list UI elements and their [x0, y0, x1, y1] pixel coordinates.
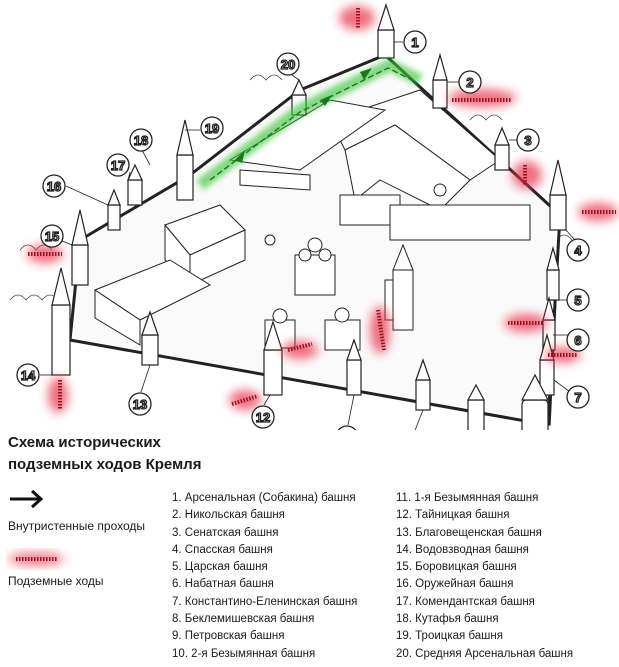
buildings [93, 89, 531, 351]
svg-text:13: 13 [133, 397, 147, 412]
underground-passages [27, 6, 618, 413]
svg-text:17: 17 [111, 158, 125, 173]
tower-list-item: 19. Троицкая башня [396, 630, 503, 643]
marker-13: 13 [128, 392, 152, 416]
marker-20: 20 [276, 52, 300, 76]
svg-text:14: 14 [21, 368, 36, 383]
svg-text:6: 6 [574, 333, 581, 348]
tower-list-item: 11. 1-я Безымянная башня [396, 492, 539, 504]
towers [51, 3, 567, 430]
kremlin-map: 1 2 3 4 5 6 7 8 9 10 11 12 13 14 15 16 1… [9, 3, 618, 430]
tower-list-item: 8. Беклемишевская башня [172, 613, 315, 626]
tower-list-1: 1. Арсенальная (Собакина) башня 2. Никол… [172, 490, 357, 663]
internal-passages [196, 58, 423, 190]
title-line-2: подземных ходов Кремля [8, 456, 202, 473]
svg-text:16: 16 [47, 179, 61, 194]
leader-lines [40, 41, 576, 430]
tower-19 [176, 119, 194, 201]
svg-text:1: 1 [411, 35, 418, 50]
marker-15: 15 [40, 224, 64, 248]
tower-list-item: 5. Царская башня [172, 561, 268, 574]
marker-19: 19 [200, 116, 224, 140]
legend-underground-label: Подземные ходы [8, 574, 104, 588]
marker-4: 4 [566, 238, 590, 262]
svg-text:2: 2 [466, 75, 473, 90]
tower-list-item: 15. Боровицкая башня [396, 561, 517, 574]
marker-1: 1 [403, 30, 427, 54]
legend-underground-swatch [8, 552, 64, 566]
svg-text:15: 15 [45, 229, 59, 244]
svg-text:5: 5 [574, 293, 581, 308]
marker-2: 2 [458, 70, 482, 94]
tower-8 [521, 373, 549, 430]
tower-list-item: 20. Средняя Арсенальная башня [396, 647, 574, 660]
marker-12: 12 [251, 405, 275, 429]
tower-list-item: 4. Спасская башня [172, 543, 273, 556]
tower-16 [107, 188, 121, 231]
tower-3 [494, 126, 510, 171]
tower-list-item: 16. Оружейная башня [396, 578, 514, 591]
svg-text:3: 3 [524, 133, 531, 148]
tower-17 [127, 163, 143, 206]
tower-15 [71, 209, 89, 286]
legend-arrow-icon [10, 489, 44, 509]
tower-list-item: 10. 2-я Безымянная башня [172, 647, 316, 660]
tower-list-2: 11. 1-я Безымянная башня 12. Тайницкая б… [396, 490, 573, 663]
title-line-1: Схема исторических [8, 434, 161, 451]
svg-text:4: 4 [574, 243, 582, 258]
tower-2 [432, 52, 448, 109]
tower-13 [141, 310, 159, 366]
marker-17: 17 [106, 153, 130, 177]
marker-5: 5 [566, 288, 590, 312]
tower-number-markers: 1 2 3 4 5 6 7 8 9 10 11 12 13 14 15 16 1… [16, 30, 590, 430]
map-title: Схема исторических подземных ходов Кремл… [8, 432, 201, 476]
marker-3: 3 [516, 128, 540, 152]
svg-text:7: 7 [574, 390, 581, 405]
tower-list-item: 14. Водовзводная башня [396, 543, 529, 556]
tower-list-item: 6. Набатная башня [172, 578, 274, 591]
tower-10 [415, 358, 431, 411]
svg-text:12: 12 [256, 410, 270, 425]
tower-list-item: 2. Никольская башня [172, 509, 285, 522]
tower-12 [263, 320, 283, 396]
svg-text:18: 18 [134, 133, 148, 148]
marker-16: 16 [42, 174, 66, 198]
marker-6: 6 [566, 328, 590, 352]
tower-list-item: 12. Тайницкая башня [396, 509, 510, 522]
tower-list-item: 3. Сенатская башня [172, 526, 279, 539]
marker-18: 18 [129, 128, 153, 152]
marker-11: 11 [337, 425, 357, 430]
tower-list-item: 13. Благовещенская башня [396, 526, 542, 539]
tower-list-item: 17. Комендантская башня [396, 595, 535, 608]
svg-text:19: 19 [205, 121, 219, 136]
legend-internal-label: Внутристенные проходы [8, 519, 146, 533]
tower-9 [467, 383, 485, 430]
tower-14 [51, 267, 71, 376]
tower-1 [377, 3, 395, 59]
tower-list-item: 18. Кутафья башня [396, 613, 499, 626]
tower-list-item: 9. Петровская башня [172, 630, 285, 643]
tower-5 [546, 245, 560, 301]
marker-14: 14 [16, 363, 40, 387]
marker-7: 7 [566, 385, 590, 409]
tower-4 [549, 159, 567, 231]
tower-list-item: 1. Арсенальная (Собакина) башня [172, 492, 356, 504]
svg-text:20: 20 [281, 57, 295, 72]
tower-list-item: 7. Константино-Еленинская башня [172, 595, 358, 608]
